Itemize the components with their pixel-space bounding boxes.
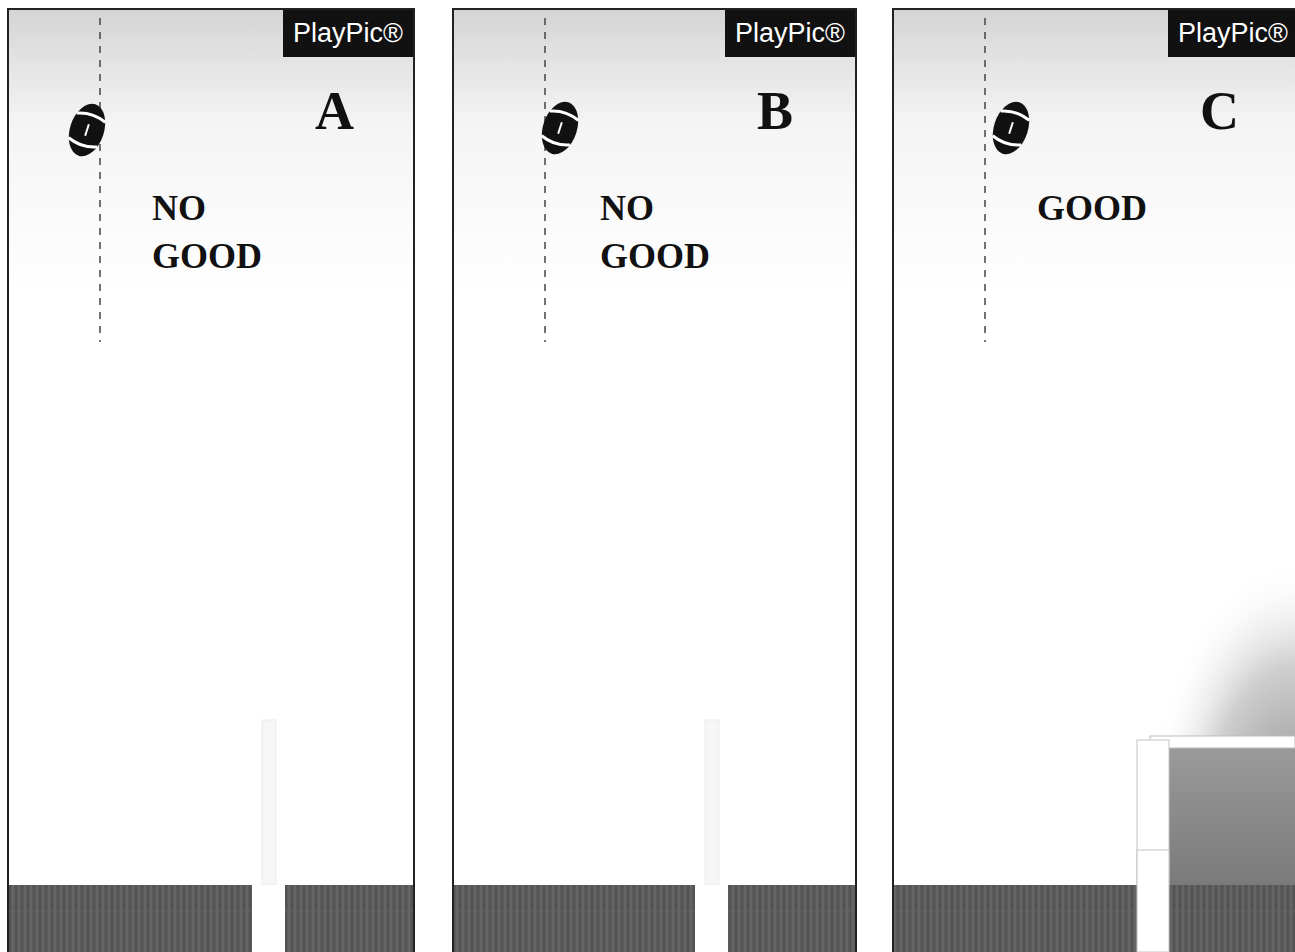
brand-badge: PlayPic®	[283, 10, 413, 57]
play-panel: A NO GOOD PlayPic®	[7, 8, 415, 952]
text-slot: B	[757, 84, 793, 138]
brand-badge: PlayPic®	[725, 10, 855, 57]
brand-mark: PlayPic®	[735, 20, 845, 47]
brand-badge: PlayPic®	[1168, 10, 1295, 57]
verdict-text: NO GOOD	[600, 184, 740, 280]
text-slot: C	[1200, 84, 1239, 138]
text-slot: NO GOOD	[600, 184, 740, 280]
panel-letter: A	[315, 84, 354, 138]
text-slot: GOOD	[1037, 184, 1147, 232]
play-panel: B NO GOOD PlayPic®	[452, 8, 857, 952]
verdict-text: GOOD	[1037, 184, 1147, 232]
play-panel: C GOOD PlayPic®	[892, 8, 1295, 952]
panel-letter: C	[1200, 84, 1239, 138]
brand-mark: PlayPic®	[293, 20, 403, 47]
brand-mark: PlayPic®	[1178, 20, 1288, 47]
verdict-text: NO GOOD	[152, 184, 292, 280]
text-slot: NO GOOD	[152, 184, 292, 280]
panel-letter: B	[757, 84, 793, 138]
text-slot: A	[315, 84, 354, 138]
